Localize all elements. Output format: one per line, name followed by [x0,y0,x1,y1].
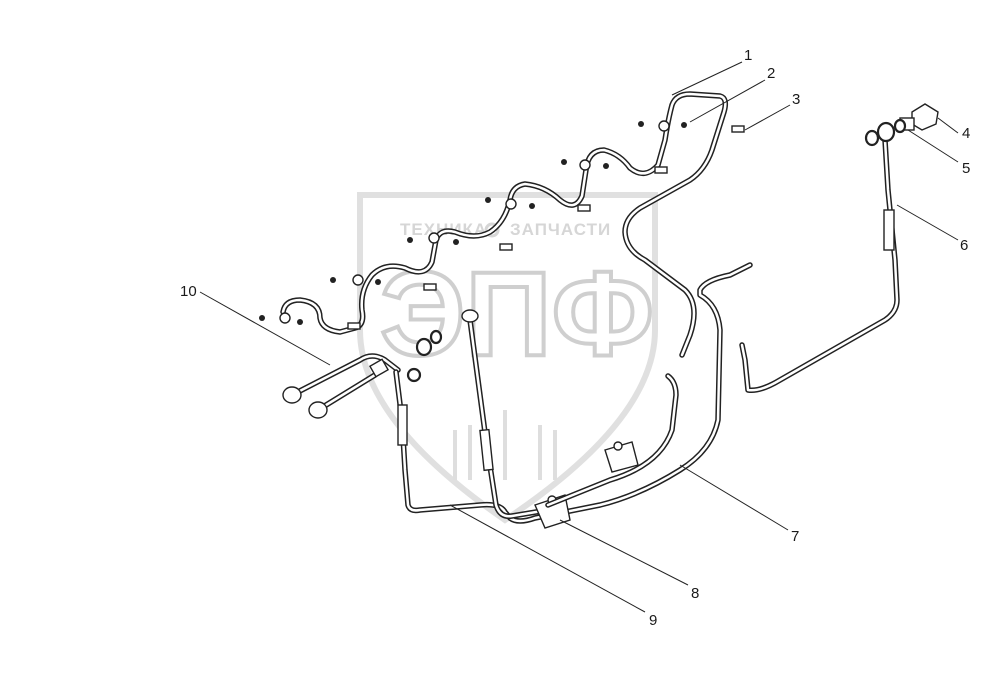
bolts [347,125,745,330]
watermark-monogram: ЭПФ [380,247,654,381]
callout-1: 1 [744,47,752,64]
watermark-shield [357,192,658,524]
callout-6: 6 [960,237,968,254]
banjo-fittings [259,120,687,325]
watermark-wheat-icon [453,410,557,480]
clamp-upper [604,441,639,473]
watermark-gear-icon [484,222,500,238]
clamp-lower [534,494,571,529]
part-9-pipe [393,262,753,524]
part-5-washers [864,118,907,147]
callout-4: 4 [962,125,970,142]
callout-5: 5 [962,160,970,177]
part-4-bolt [899,103,939,131]
callout-8: 8 [691,585,699,602]
callout-2: 2 [767,65,775,82]
callout-3: 3 [792,91,800,108]
part-10-drain-fittings [282,329,443,419]
part-8-pipe-and-clamp [461,309,571,529]
callout-10: 10 [180,283,197,300]
callout-labels: 1 2 3 4 5 6 7 8 9 10 [180,47,970,629]
callout-7: 7 [791,528,799,545]
callout-leaders [199,61,959,613]
part-10-injector-pipes [259,91,745,358]
part-7-pipe-and-clamp [545,373,679,508]
callout-9: 9 [649,612,657,629]
watermark-right-word: ЗАПЧАСТИ [510,220,611,239]
part-6-pipe [739,137,900,394]
